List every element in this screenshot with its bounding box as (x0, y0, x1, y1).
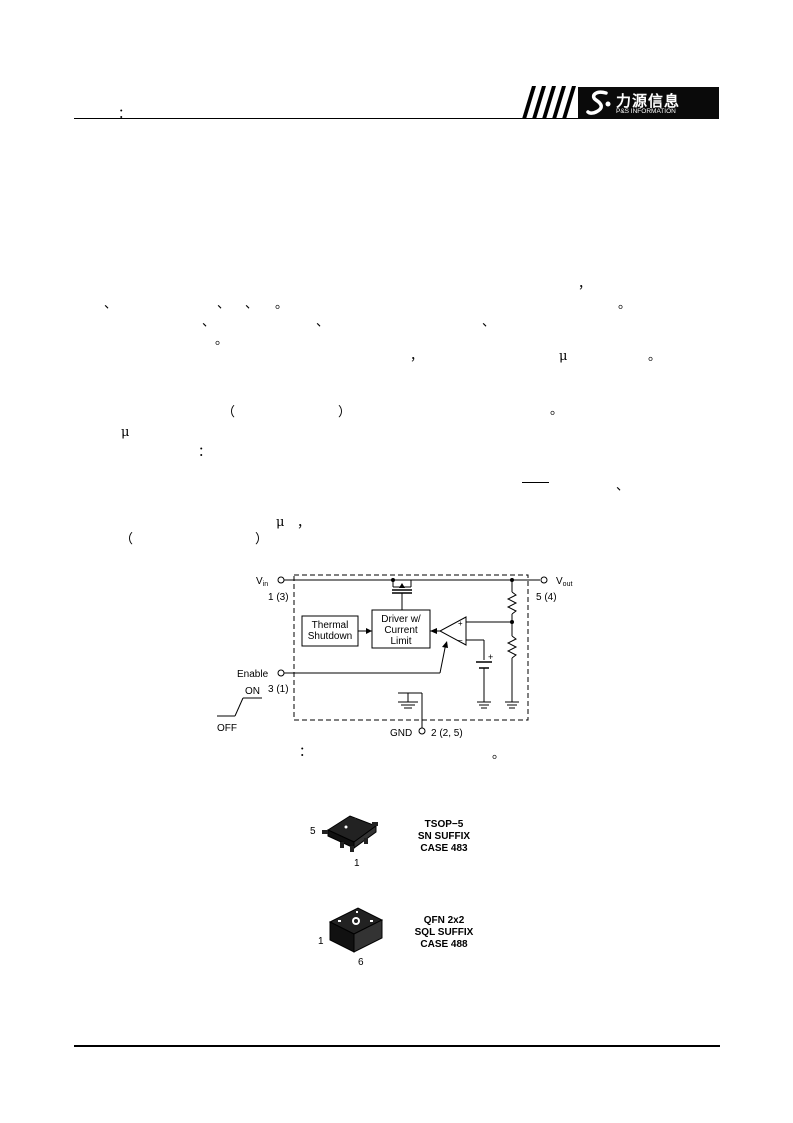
thermal-label-line2: Shutdown (308, 631, 352, 642)
tsop5-label: TSOP−5 SN SUFFIX CASE 483 (417, 819, 471, 854)
enable-terminal (277, 669, 285, 677)
header-colon: ： (118, 107, 132, 122)
footer-rule (74, 1045, 720, 1047)
punct: 。 (550, 403, 564, 418)
punct: ） (255, 532, 269, 547)
svg-text:5: 5 (310, 826, 316, 837)
punct: 、 (616, 479, 630, 494)
svg-text:−: − (458, 636, 463, 645)
punct: ） (338, 405, 352, 420)
enable-label: Enable (237, 669, 269, 680)
off-label: OFF (217, 723, 237, 734)
thermal-label-line1: Thermal (312, 620, 349, 631)
logo-stripes (522, 86, 576, 119)
vin-label: Vin (256, 576, 268, 588)
punct: 、 (482, 315, 496, 330)
punct: （ (222, 405, 236, 420)
punct: 。 (618, 297, 632, 312)
gnd-terminal (418, 727, 426, 735)
vin-terminal (277, 576, 285, 584)
error-amplifier (438, 616, 467, 646)
punct: 、 (104, 297, 118, 312)
enable-pin: 3 (1) (268, 684, 289, 695)
punct: ， (297, 516, 311, 531)
svg-text:1: 1 (318, 936, 324, 947)
driver-label-line2: Current (384, 625, 418, 636)
block-diagram: Vin 1 (3) Vout 5 (4) Thermal Shutdown Dr… (217, 574, 572, 739)
driver-label-line3: Limit (390, 636, 411, 647)
vout-label: Vout (556, 576, 572, 588)
on-label: ON (245, 686, 260, 697)
feedback-resistor-top (506, 591, 518, 615)
punct: 。 (275, 297, 289, 312)
header-rule (74, 118, 579, 119)
svg-text:+: + (458, 619, 463, 628)
punct: 。 (215, 333, 229, 348)
driver-label-line1: Driver w/ (381, 614, 421, 625)
punct: 、 (202, 315, 216, 330)
qfn-label: QFN 2x2 SQL SUFFIX CASE 488 (414, 915, 474, 950)
punct: μ (559, 349, 568, 364)
driver-block (371, 609, 431, 649)
feedback-resistor-bottom (506, 635, 518, 659)
punct: 。 (648, 349, 662, 364)
overline-bar (522, 482, 549, 483)
punct: ， (578, 277, 592, 292)
punct: ： (198, 445, 212, 460)
chip-outline (293, 574, 529, 721)
logo-english-text: P&S INFORMATION (616, 108, 676, 115)
qfn-package-icon: 1 6 (318, 907, 384, 968)
gnd-pin: 2 (2, 5) (431, 728, 463, 739)
punct: 、 (316, 315, 330, 330)
caption-colon: ： (299, 745, 313, 760)
thermal-shutdown-block (301, 615, 359, 647)
logo-chinese-text: 力源信息 (616, 92, 681, 110)
punct: 、 (217, 297, 231, 312)
vout-terminal (540, 576, 548, 584)
punct: μ (276, 515, 285, 530)
punct: μ (121, 425, 130, 440)
caption-period: 。 (492, 747, 506, 762)
logo-mark-icon (586, 90, 611, 115)
punct: ， (410, 349, 424, 364)
svg-text:+: + (488, 652, 493, 662)
vin-pin: 1 (3) (268, 592, 289, 603)
punct: 、 (245, 297, 259, 312)
punct: （ (120, 532, 134, 547)
svg-text:6: 6 (358, 957, 364, 968)
vout-pin: 5 (4) (536, 592, 557, 603)
svg-text:1: 1 (354, 858, 360, 869)
tsop5-package-icon: 5 1 (310, 815, 378, 869)
gnd-label: GND (390, 728, 412, 739)
